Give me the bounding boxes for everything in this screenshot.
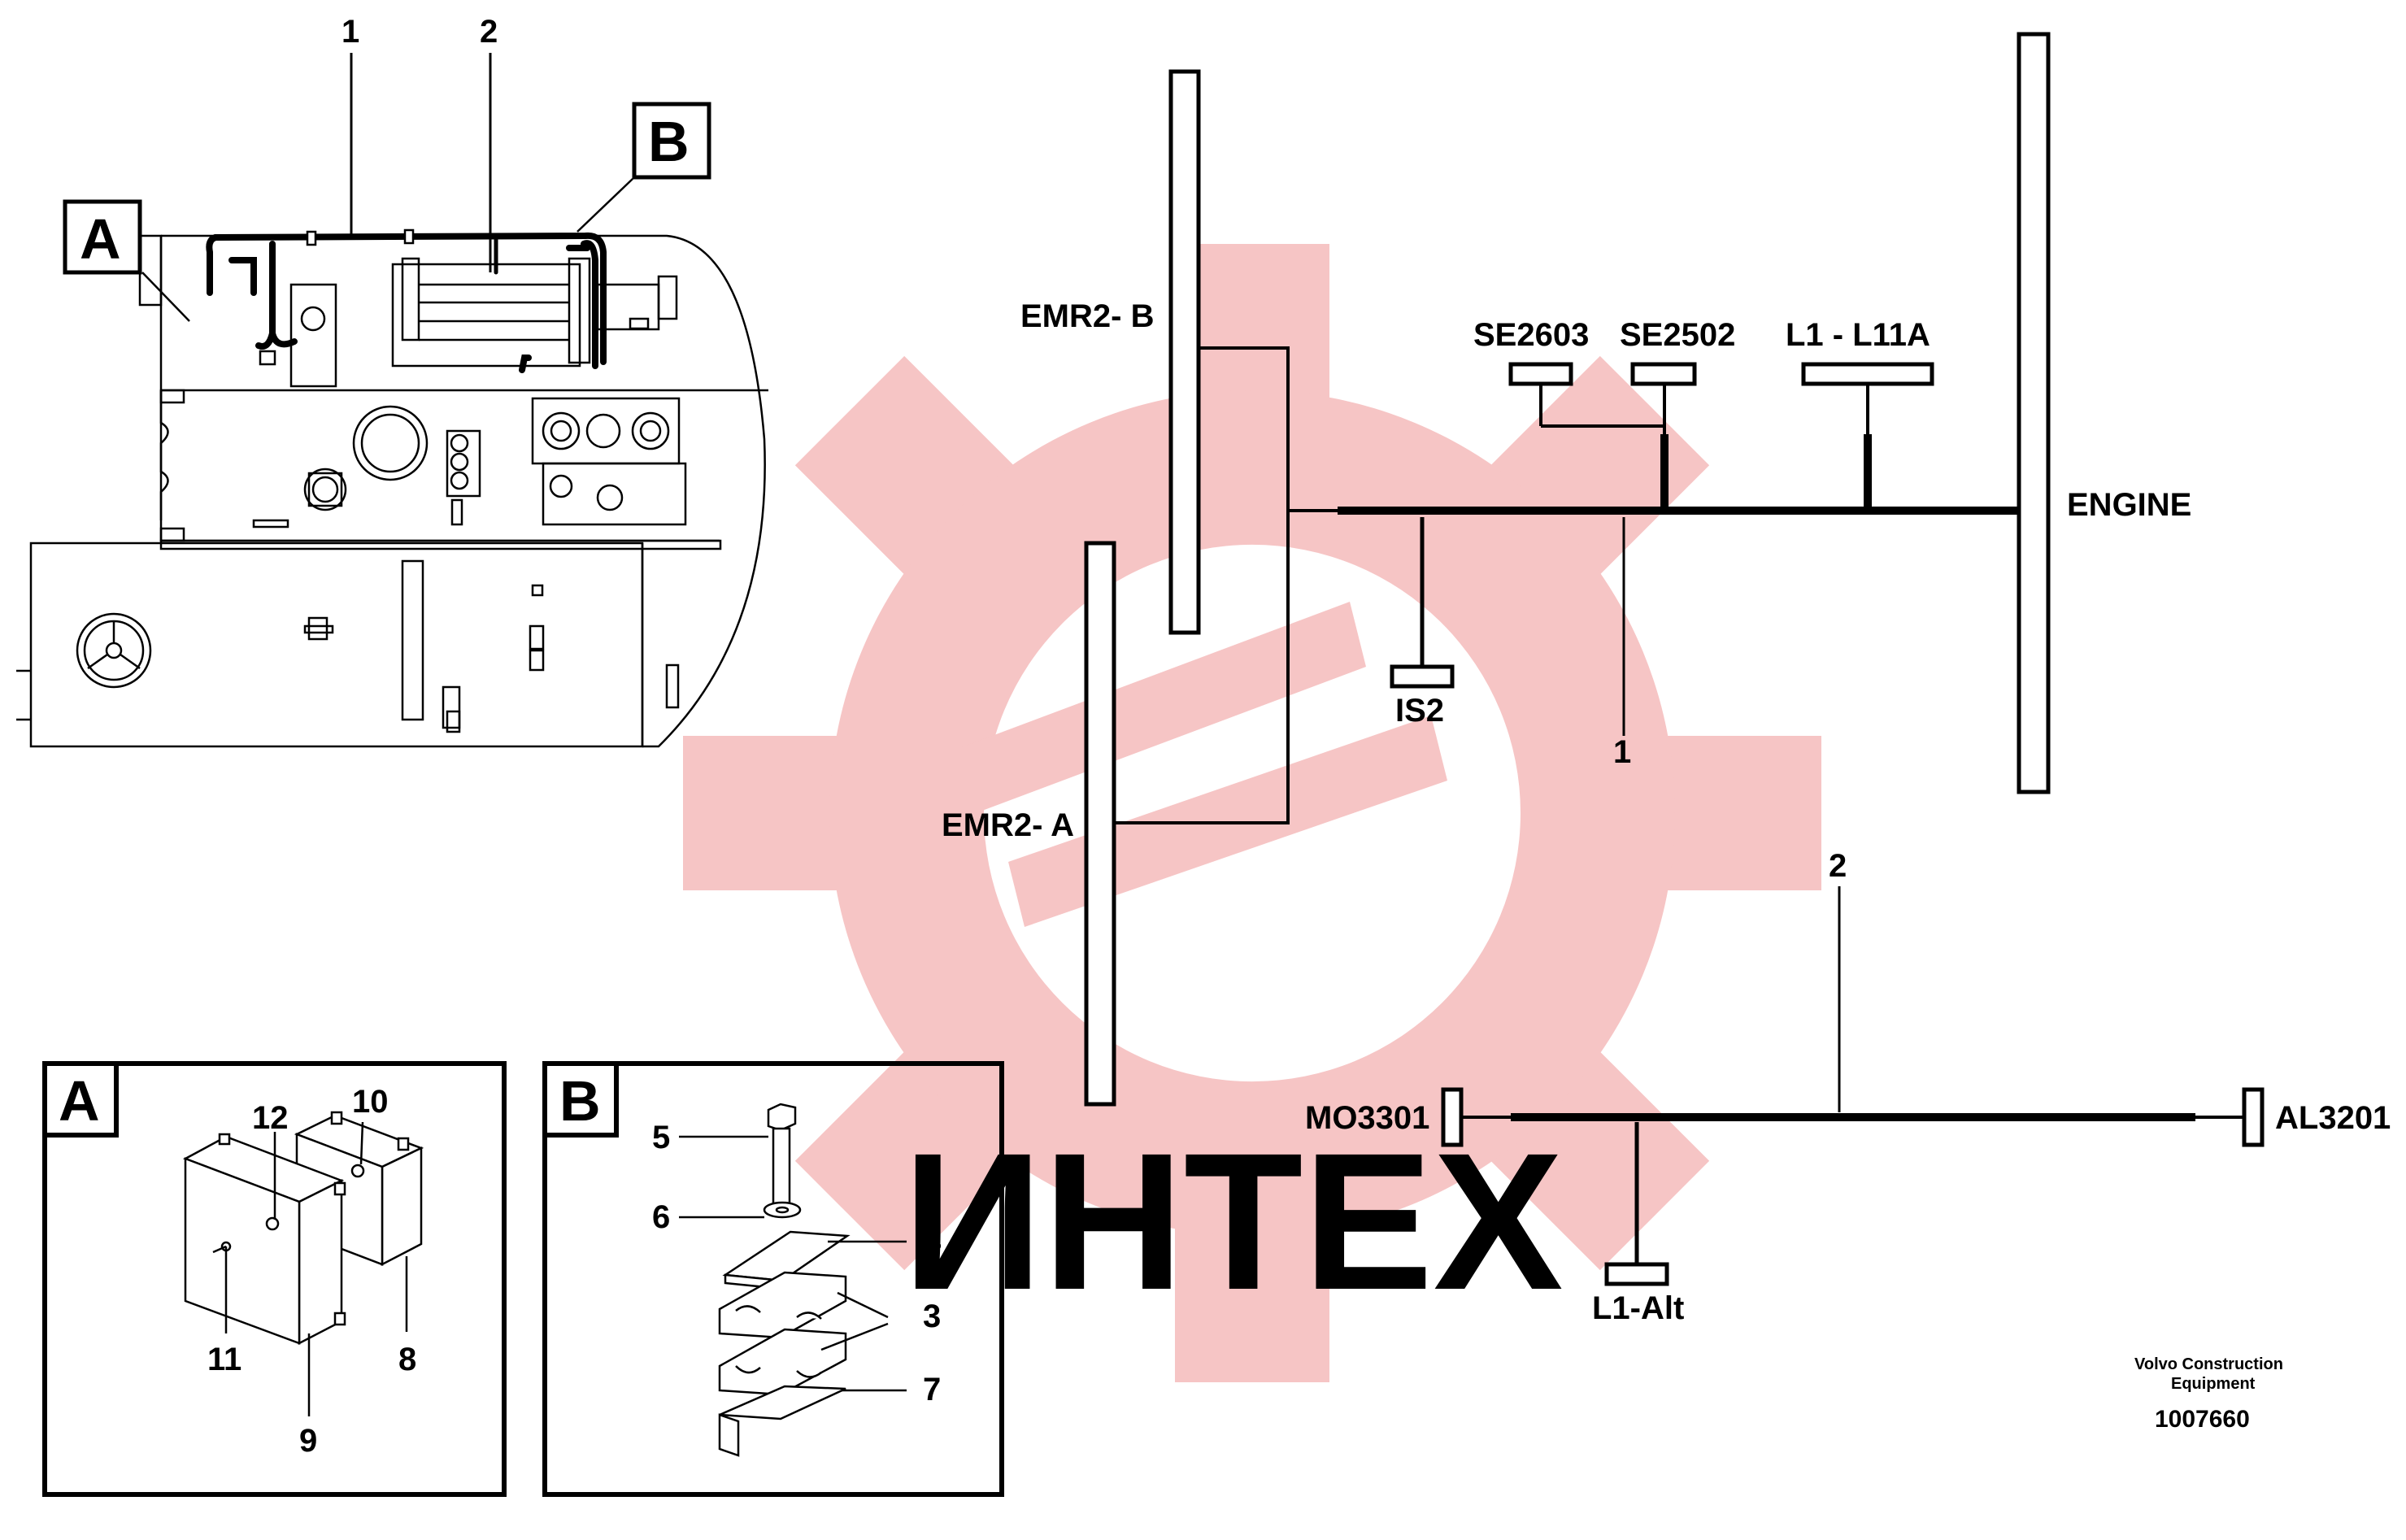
overview-callout-1: 1 [342,14,359,50]
detail-b-callout-5: 5 [652,1120,670,1155]
connector-se2603 [1508,362,1573,386]
watermark: ИНТЕХ [683,244,1821,1382]
connector-al3201 [2242,1087,2265,1147]
connector-mo3301 [1441,1087,1464,1147]
overview-callout-2: 2 [480,14,498,50]
machine-overview [16,178,768,748]
label-l1-alt: L1-Alt [1592,1290,1684,1326]
watermark-text: ИНТЕХ [903,1112,1564,1330]
detail-view-a: A 12 10 [42,1061,507,1497]
detail-a-callout-8: 8 [398,1342,416,1377]
detail-view-b: B [542,1061,1004,1497]
detail-b-callout-3: 3 [923,1299,941,1334]
label-is2: IS2 [1395,693,1444,729]
detail-a-callout-9: 9 [299,1423,317,1459]
detail-b-callout-7: 7 [923,1372,941,1407]
connector-emr2-b [1168,69,1201,635]
label-al3201: AL3201 [2275,1100,2391,1136]
bolt-icon [767,1103,797,1132]
harness-2-callout: 2 [1829,848,1847,884]
detail-b-callout-6: 6 [652,1199,670,1235]
harness-1-callout: 1 [1613,734,1631,770]
footer: Volvo Construction Equipment 1007660 [2134,1355,2283,1433]
overview-callout-b: B [648,110,690,173]
overview-callout-box-a: A [63,199,142,275]
detail-b-title: B [559,1069,601,1133]
connector-l1-l11a [1801,362,1934,386]
cooler-icon [303,468,347,511]
overview-callout-a: A [80,207,121,271]
detail-a-callout-10: 10 [352,1084,389,1120]
connector-is2 [1390,664,1455,689]
connector-l1-alt [1604,1262,1669,1286]
upper-frame [161,234,766,748]
detail-a-callout-12: 12 [252,1100,289,1136]
harness-routing-overview [206,232,607,373]
footer-company-line-1: Volvo Construction [2134,1355,2283,1373]
label-engine: ENGINE [2067,487,2191,523]
harness-2: MO3301 AL3201 L1-Alt 2 [1305,848,2391,1326]
connector-engine [2017,32,2051,794]
detail-a-callout-11: 11 [207,1342,241,1377]
harness-1: EMR2- B EMR2- A SE2603 SE2502 L1 - L11A … [942,32,2191,1107]
label-se2603: SE2603 [1473,317,1589,353]
connector-se2502 [1630,362,1697,386]
connector-emr2-a [1084,541,1116,1107]
watermark-gear-icon [683,244,1821,1382]
label-emr2-a: EMR2- A [942,807,1074,843]
footer-drawing-number: 1007660 [2155,1406,2250,1433]
label-l1-l11a: L1 - L11A [1786,317,1930,353]
detail-a-title: A [59,1069,100,1133]
detail-b-callout-4: 4 [923,1224,942,1259]
overview-callout-box-b: B [632,102,711,180]
steering-wheel-icon [76,612,152,689]
footer-company-line-2: Equipment [2171,1375,2256,1393]
label-mo3301: MO3301 [1305,1100,1429,1136]
label-se2502: SE2502 [1620,317,1735,353]
label-emr2-b: EMR2- B [1020,298,1154,334]
